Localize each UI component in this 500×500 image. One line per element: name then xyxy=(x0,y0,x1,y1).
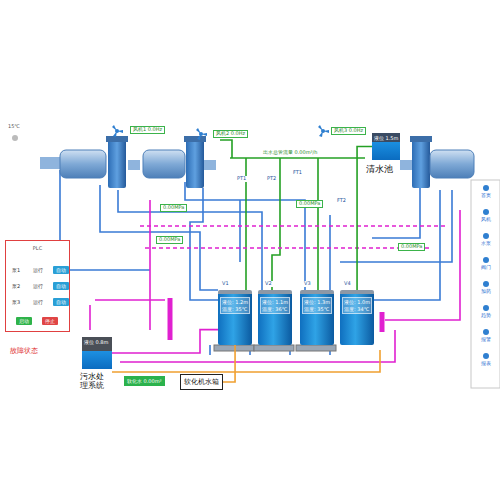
side-label: 首页 xyxy=(475,193,497,199)
tank-value: 液位: 1.3m xyxy=(304,299,330,306)
tag-label: V2 xyxy=(264,281,273,287)
tank-readout: 液位: 1.0m温度: 34℃ xyxy=(342,297,372,314)
pipe-connector xyxy=(223,345,235,382)
tank-value: 液位: 1.2m xyxy=(222,299,248,306)
tank-readout: 液位: 1.1m温度: 36℃ xyxy=(260,297,290,314)
btn-node: 启动 xyxy=(16,317,32,325)
tank-value: 液位: 1.1m xyxy=(262,299,288,306)
tank-value: 液位: 1.0m xyxy=(344,299,370,306)
val-label: 0.00MPa xyxy=(156,236,183,244)
tag-label: PT2 xyxy=(266,176,277,182)
val-label: 0.00MPa xyxy=(398,243,425,251)
tank-readout: 液位: 1.3m温度: 35℃ xyxy=(302,297,332,314)
sew-node: 液位 0.8m污水处理系统 xyxy=(82,337,112,369)
tank-value: 温度: 36℃ xyxy=(262,306,288,313)
pool-node: 液位 1.5m清水池 xyxy=(372,133,400,160)
tank-node: 液位: 1.3m温度: 35℃ xyxy=(300,290,334,345)
tank-node: 液位: 1.0m温度: 34℃ xyxy=(340,290,374,345)
pl-label: 泵1 xyxy=(12,268,20,274)
side-label: 风机 xyxy=(475,217,497,223)
gray-label: 15℃ xyxy=(8,124,20,130)
pl-label: 运行 xyxy=(33,268,43,274)
pl-label: 运行 xyxy=(33,300,43,306)
gbox-node: 软化水 0.00m³ xyxy=(124,376,165,386)
wbox-node: 软化机水箱 xyxy=(180,374,223,390)
tank-value: 液位 1.5m xyxy=(374,135,398,141)
btn-text: 自动 xyxy=(56,283,66,289)
tank-name: 清水池 xyxy=(366,163,393,176)
btn-node: 自动 xyxy=(53,298,69,306)
tag-label: FT1 xyxy=(292,170,303,176)
btn-text: 停止 xyxy=(45,318,55,324)
btn-node: 自动 xyxy=(53,282,69,290)
tag-label: FT2 xyxy=(336,198,347,204)
val-label: 0.00MPa xyxy=(160,204,187,212)
tank-name: 污水处理系统 xyxy=(80,372,110,390)
btn-node: 停止 xyxy=(42,317,58,325)
tank-value: 温度: 34℃ xyxy=(344,306,370,313)
tag-label: V3 xyxy=(303,281,312,287)
tag-label: PT1 xyxy=(236,176,247,182)
btn-text: 自动 xyxy=(56,267,66,273)
side-label: 趋势 xyxy=(475,313,497,319)
side-label: 报警 xyxy=(475,337,497,343)
tank-value: 温度: 35℃ xyxy=(304,306,330,313)
btn-node: 自动 xyxy=(53,266,69,274)
tag-label: V4 xyxy=(343,281,352,287)
tank-readout: 液位: 1.2m温度: 35℃ xyxy=(220,297,250,314)
tag-label: V1 xyxy=(221,281,230,287)
tank-node: 液位: 1.2m温度: 35℃ xyxy=(218,290,252,345)
tank-value: 液位 0.8m xyxy=(84,339,110,345)
pl-label: 泵3 xyxy=(12,300,20,306)
wbox-text: 软化机水箱 xyxy=(184,377,219,387)
fan-label: 风机2 0.0Hz xyxy=(213,130,248,138)
side-label: 加药 xyxy=(475,289,497,295)
side-label: 阀门 xyxy=(475,265,497,271)
gbox-text: 软化水 0.00m³ xyxy=(127,378,162,384)
btn-text: 自动 xyxy=(56,299,66,305)
grn-label: 出水总管流量 0.00m³/h xyxy=(262,150,318,156)
pipe-connector xyxy=(112,330,218,353)
fan-label: 风机3 0.0Hz xyxy=(331,127,366,135)
red-label: 故障状态 xyxy=(10,348,38,356)
tank-value: 温度: 35℃ xyxy=(222,306,248,313)
pl-label: 运行 xyxy=(33,284,43,290)
val-label: 0.00MPa xyxy=(296,200,323,208)
side-label: 水泵 xyxy=(475,241,497,247)
btn-text: 启动 xyxy=(19,318,29,324)
side-label: 报表 xyxy=(475,361,497,367)
panel-heading: PLC xyxy=(10,245,65,251)
pl-label: 泵2 xyxy=(12,284,20,290)
fan-label: 风机1 0.0Hz xyxy=(130,126,165,134)
tank-node: 液位: 1.1m温度: 36℃ xyxy=(258,290,292,345)
